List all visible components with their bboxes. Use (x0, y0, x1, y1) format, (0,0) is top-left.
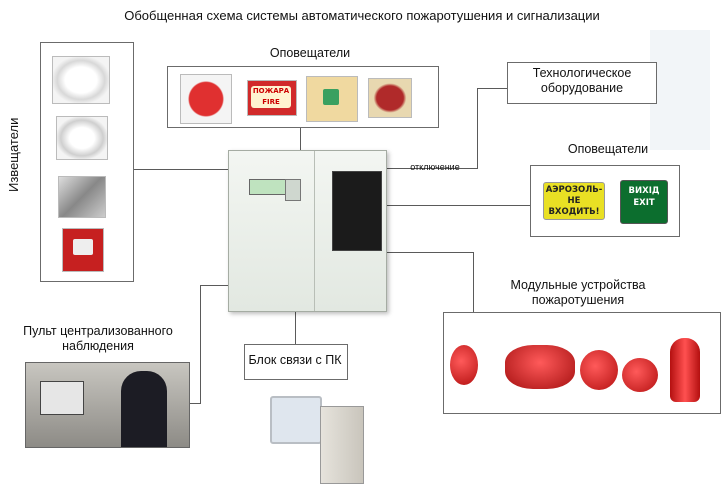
annunciators-right-label: Оповещатели (567, 142, 649, 156)
extinguisher-image (450, 345, 478, 385)
connector-line (385, 252, 473, 253)
modular-label: Модульные устройства пожаротушения (510, 278, 646, 307)
connector-line (477, 88, 478, 169)
connector-line (385, 168, 477, 169)
disconnect-label: отключение (410, 162, 460, 172)
connector-line (200, 285, 228, 286)
connector-line (200, 285, 201, 403)
connector-line (385, 205, 530, 206)
annunciators-top-label: Оповещатели (269, 46, 351, 60)
panel-keypad (285, 179, 301, 201)
connector-line (300, 126, 301, 150)
control-panel-image (228, 150, 387, 312)
light-sound-annunciator-image (306, 76, 358, 122)
panel-module-block (332, 171, 382, 251)
extinguisher-image (580, 350, 618, 390)
detectors-label: Извещатели (6, 117, 21, 193)
call-point-window (73, 239, 93, 255)
connector-line (477, 88, 507, 89)
fire-sign-image: ПОЖАРА FIRE (247, 80, 297, 116)
fire-sign-text: ПОЖАРА FIRE (251, 86, 291, 108)
extinguisher-image (622, 358, 658, 392)
computer-tower (320, 406, 364, 484)
connector-line (133, 169, 228, 170)
extinguisher-image (505, 345, 575, 389)
connector-line (295, 312, 296, 344)
panel-divider (314, 151, 315, 311)
siren-image (180, 74, 232, 124)
smoke-detector-image (52, 56, 110, 104)
background-decoration (650, 30, 710, 150)
camera-detector-image (58, 176, 106, 218)
heat-detector-image (56, 116, 108, 160)
pc-link-box (244, 344, 348, 380)
monitor-image (40, 381, 84, 415)
extinguisher-image (670, 338, 700, 402)
exit-sign: ВИХІД EXIT (620, 180, 668, 224)
tech-equipment-label: Технологическое оборудование (532, 66, 632, 95)
connector-line (188, 403, 201, 404)
operator-figure (121, 371, 167, 447)
annunciator-indicator (323, 89, 339, 105)
aerosol-sign: АЭРОЗОЛЬ- НЕ ВХОДИТЬ! (543, 182, 605, 220)
manual-call-point-image (62, 228, 104, 272)
diagram-title: Обобщенная схема системы автоматического… (124, 8, 600, 23)
computer-image (270, 396, 370, 486)
computer-monitor (270, 396, 322, 444)
tech-equipment-box (507, 62, 657, 104)
bell-annunciator-image (368, 78, 412, 118)
operator-photo (25, 362, 190, 448)
central-monitoring-label: Пульт централизованного наблюдения (23, 324, 173, 353)
pc-link-label: Блок связи с ПК (248, 353, 342, 367)
connector-line (473, 252, 474, 312)
